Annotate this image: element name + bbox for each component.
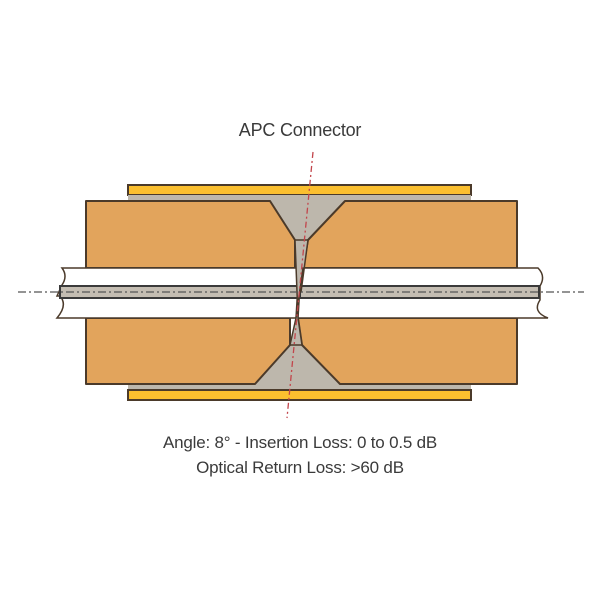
specs-separator: - <box>234 433 241 452</box>
angle-value: 8° <box>214 433 231 452</box>
return-loss: Optical Return Loss: >60 dB <box>196 458 404 477</box>
insertion-loss: Insertion Loss: 0 to 0.5 dB <box>244 433 438 452</box>
ferrule-left <box>85 200 296 385</box>
alignment-sleeve-top <box>127 184 472 201</box>
alignment-sleeve-bottom <box>127 384 472 401</box>
ferrule-right <box>297 200 518 385</box>
diagram-title: APC Connector <box>238 120 362 140</box>
angle-reference-line <box>286 151 314 419</box>
angle-label: Angle: <box>162 433 210 452</box>
specs-caption: Angle: 8° - Insertion Loss: 0 to 0.5 dB … <box>0 430 600 480</box>
specs-line-1: Angle: 8° - Insertion Loss: 0 to 0.5 dB <box>0 430 600 455</box>
ceramic-wedge-bottom <box>255 345 340 384</box>
